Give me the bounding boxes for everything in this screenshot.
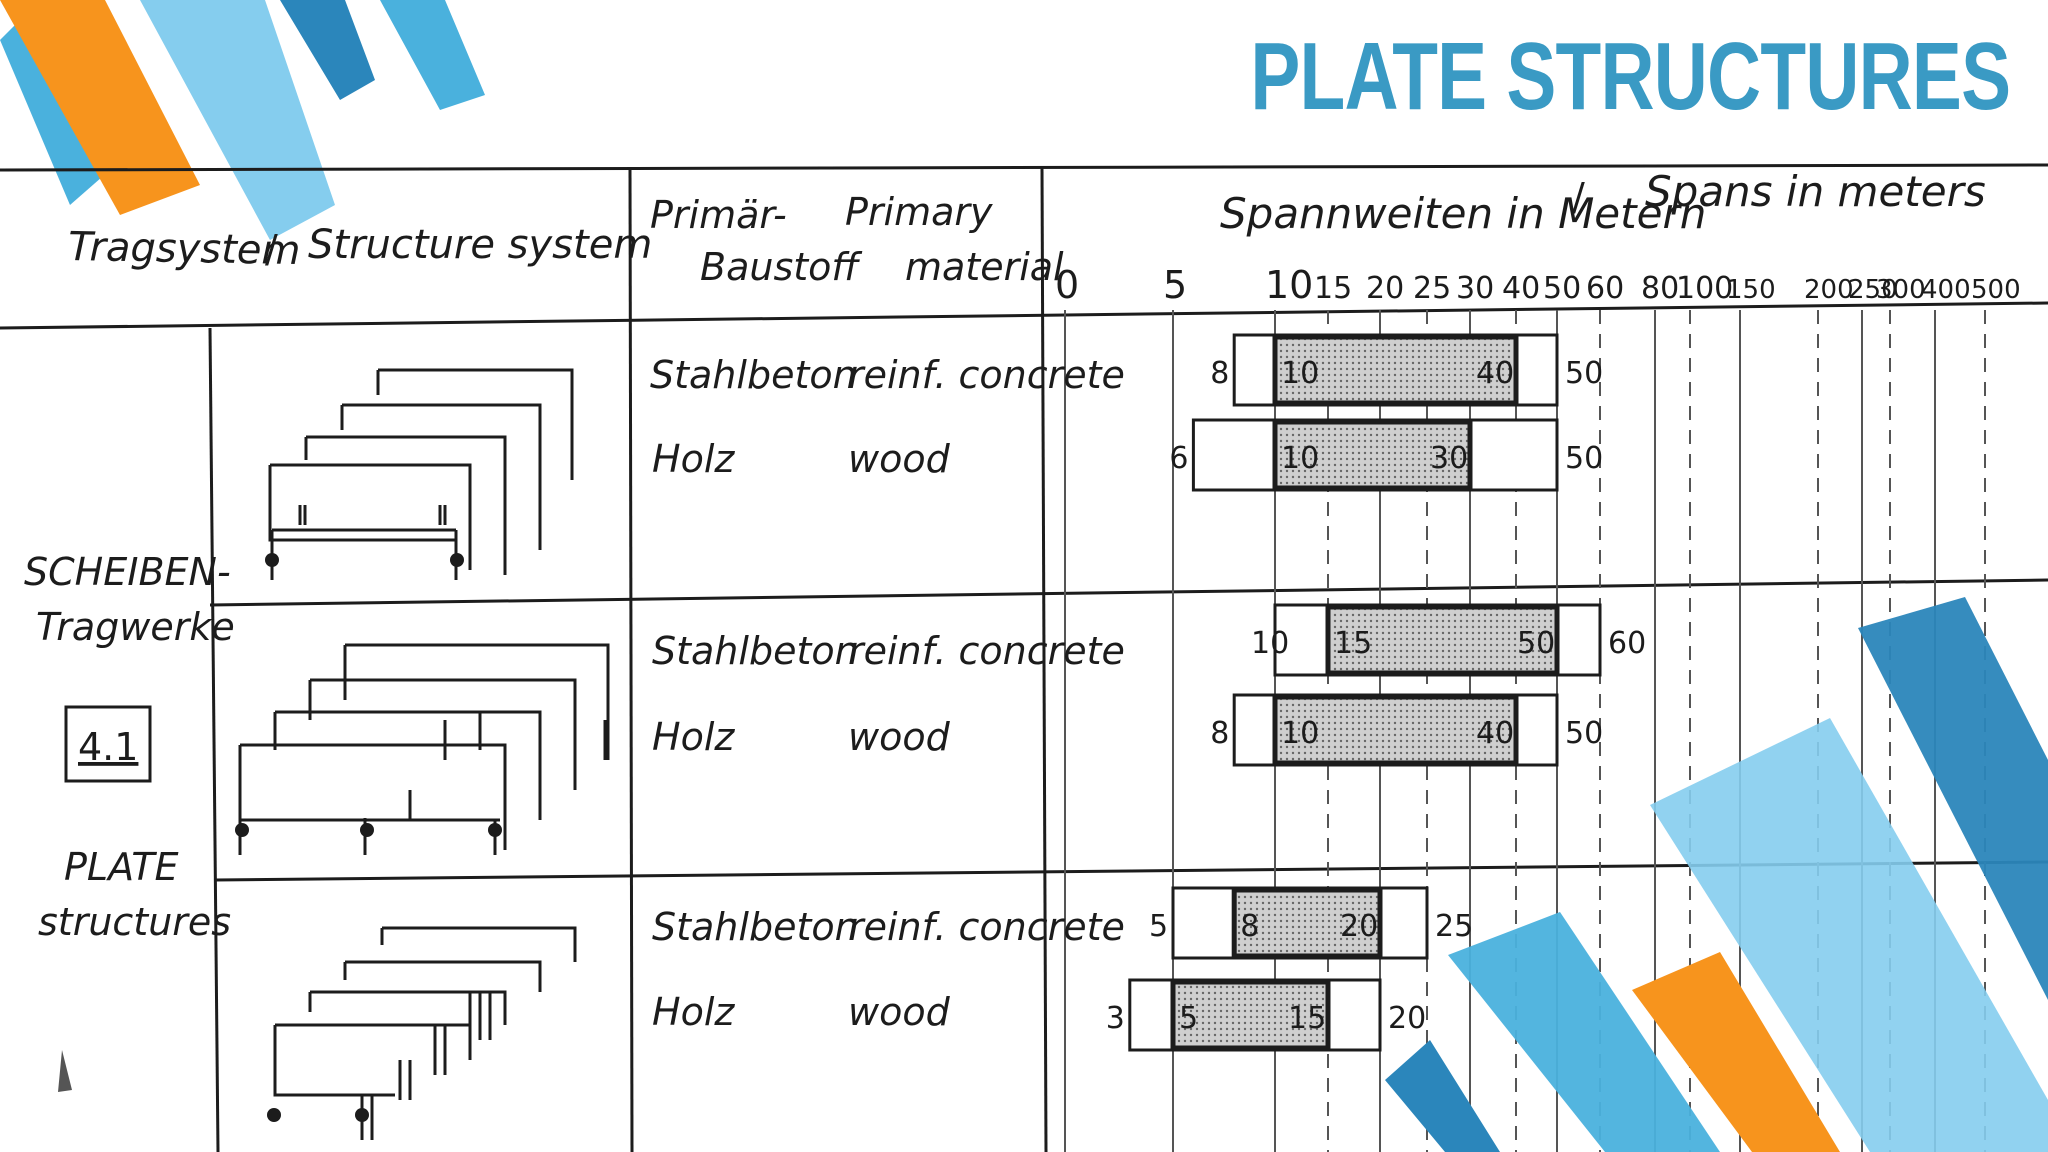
sketch-row-3 — [273, 926, 577, 1140]
span-range-common — [1272, 694, 1519, 766]
material-en-row-5: reinf. concrete — [848, 905, 1125, 949]
side-label-de-2: Tragwerke — [36, 605, 235, 649]
support-dot — [488, 823, 502, 837]
span-common-to-label: 40 — [1476, 716, 1514, 751]
side-label-en-1: PLATE — [64, 845, 179, 889]
header-spans-en: Spans in meters — [1645, 167, 1986, 216]
side-label-de-1: SCHEIBEN- — [24, 550, 231, 594]
material-de-row-3: Stahlbeton — [652, 629, 859, 673]
scale-tick-label: 400 — [1921, 275, 1971, 305]
span-common-from-label: 10 — [1281, 356, 1319, 391]
support-dot — [265, 553, 279, 567]
span-common-from-label: 10 — [1281, 716, 1319, 751]
span-max-label: 50 — [1565, 716, 1603, 751]
slide-title: PLATE STRUCTURES — [1250, 23, 2011, 130]
pencil-mark — [58, 1050, 72, 1092]
side-label-en-2: structures — [38, 900, 231, 944]
span-max-label: 50 — [1565, 356, 1603, 391]
header-material-en-2: material — [905, 245, 1064, 289]
header-material-en-1: Primary — [845, 190, 993, 234]
span-min-label: 8 — [1210, 716, 1229, 751]
span-common-from-label: 5 — [1179, 1001, 1198, 1036]
span-range-common — [1231, 887, 1383, 959]
span-max-label: 20 — [1388, 1001, 1426, 1036]
scale-tick-label: 15 — [1314, 271, 1352, 306]
span-range-common — [1272, 334, 1519, 406]
span-range-common — [1325, 604, 1560, 676]
header-material-de-1: Primär- — [650, 193, 787, 237]
material-en-row-6: wood — [848, 990, 951, 1034]
scale-tick-label: 200 — [1804, 275, 1854, 305]
scale-tick-label: 10 — [1265, 263, 1313, 307]
scale-tick-label: 0 — [1055, 263, 1079, 307]
scale-tick-label: 300 — [1876, 275, 1926, 305]
span-range-common — [1170, 979, 1331, 1051]
header-structure-en: Structure system — [308, 222, 652, 268]
scale-tick-label: 100 — [1676, 271, 1733, 306]
span-common-from-label: 10 — [1281, 441, 1319, 476]
material-en-row-1: reinf. concrete — [848, 353, 1125, 397]
span-common-to-label: 50 — [1517, 626, 1555, 661]
span-min-label: 8 — [1210, 356, 1229, 391]
support-dot — [450, 553, 464, 567]
support-dot — [267, 1108, 281, 1122]
material-de-row-1: Stahlbeton — [650, 353, 857, 397]
scale-tick-label: 50 — [1543, 271, 1581, 306]
span-min-label: 10 — [1251, 626, 1289, 661]
scale-tick-label: 5 — [1163, 263, 1187, 307]
span-min-label: 5 — [1149, 909, 1168, 944]
span-max-label: 50 — [1565, 441, 1603, 476]
span-bars: 8 10 40 50 6 10 30 50 10 15 50 60 8 10 40 50 5 8 20 25 3 5 15 2… — [1106, 333, 1646, 1052]
header-slash: / — [265, 227, 278, 271]
span-common-from-label: 8 — [1240, 909, 1259, 944]
span-common-to-label: 20 — [1340, 909, 1378, 944]
header-material-de-2: Baustoff — [700, 245, 862, 289]
table-grid — [0, 163, 2048, 1152]
sketch-row-2 — [238, 643, 610, 855]
scale-tick-label: 250 — [1848, 275, 1898, 305]
material-en-row-4: wood — [848, 715, 951, 759]
material-de-row-4: Holz — [652, 715, 735, 759]
span-common-to-label: 40 — [1476, 356, 1514, 391]
span-min-label: 3 — [1106, 1001, 1125, 1036]
support-dot — [235, 823, 249, 837]
scale-tick-label: 60 — [1586, 271, 1624, 306]
material-de-row-5: Stahlbeton — [652, 905, 859, 949]
support-dot — [360, 823, 374, 837]
span-min-label: 6 — [1169, 441, 1188, 476]
material-en-row-2: wood — [848, 437, 951, 481]
span-max-label: 60 — [1608, 626, 1646, 661]
support-dot — [355, 1108, 369, 1122]
material-de-row-6: Holz — [652, 990, 735, 1034]
header-spans-slash: / — [1572, 175, 1585, 219]
span-common-to-label: 30 — [1430, 441, 1468, 476]
scale-tick-label: 500 — [1971, 275, 2021, 305]
span-max-label: 25 — [1435, 909, 1473, 944]
span-range-common — [1272, 419, 1473, 491]
scale-tick-label: 20 — [1366, 271, 1404, 306]
side-label-number: 4.1 — [78, 725, 138, 769]
material-de-row-2: Holz — [652, 437, 735, 481]
scale-tick-label: 25 — [1413, 271, 1451, 306]
span-common-from-label: 15 — [1334, 626, 1372, 661]
scale-tick-label: 150 — [1726, 275, 1776, 305]
material-en-row-3: reinf. concrete — [848, 629, 1125, 673]
scale-tick-label: 80 — [1641, 271, 1679, 306]
scale-tick-label: 30 — [1456, 271, 1494, 306]
scale-tick-label: 40 — [1502, 271, 1540, 306]
span-common-to-label: 15 — [1288, 1001, 1326, 1036]
sketch-row-1 — [268, 368, 574, 580]
side-label-number-box — [64, 705, 152, 783]
header-structure-de: Tragsystem — [68, 224, 301, 274]
header-spans-de: Spannweiten in Metern — [1220, 189, 1706, 238]
